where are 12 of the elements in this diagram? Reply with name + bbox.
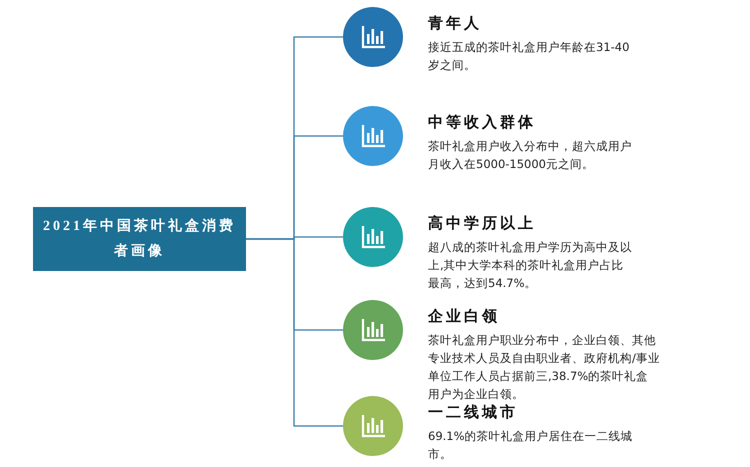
heading: 中等收入群体: [428, 114, 536, 133]
description-text: 茶叶礼盒用户职业分布中，企业白领、其他专业技术人员及自由职业者、政府机构/事业单位工作人员占据前三,38.7%的茶叶礼盒用户为企业白领。: [428, 332, 660, 403]
connector-line: [246, 238, 343, 427]
description-text: 茶叶礼盒用户收入分布中，超六成用户月收入在5000-15000元之间。: [428, 138, 633, 173]
description-text: 69.1%的茶叶礼盒用户居住在一二线城市。: [428, 428, 633, 463]
description-text: 接近五成的茶叶礼盒用户年龄在31-40岁之间。: [428, 39, 630, 74]
heading: 青年人: [428, 15, 482, 34]
topic-box: 2021年中国茶叶礼盒消费者画像: [33, 207, 246, 271]
heading: 企业白领: [428, 308, 500, 327]
heading: 高中学历以上: [428, 215, 536, 234]
description-text: 超八成的茶叶礼盒用户学历为高中及以上,其中大学本科的茶叶礼盒用户占比最高，达到54.7%。: [428, 239, 633, 292]
heading: 一二线城市: [428, 404, 518, 423]
